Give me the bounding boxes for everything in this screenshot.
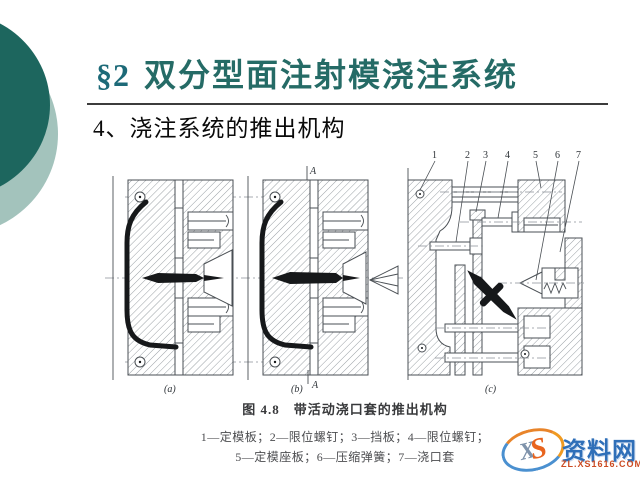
watermark-site-url: ZL.XS1616.COM [561, 459, 640, 469]
slide-title: §2 双分型面注射模浇注系统 [96, 50, 518, 96]
mold-open-arrow-icon [368, 265, 399, 295]
ejected-sprue [467, 270, 517, 320]
section-a-bottom-label: A [311, 380, 319, 391]
figure-caption: 图 4.8 带活动浇口套的推出机构 [242, 402, 448, 417]
figure-a-label: (a) [164, 384, 176, 395]
mold-mechanism-diagram: (a) A A (b) [105, 150, 584, 395]
part-number-4: 4 [505, 150, 510, 161]
watermark-site-name: 资料网 [562, 438, 637, 465]
slide-subtitle: 4、浇注系统的推出机构 [93, 116, 346, 141]
part-number-1: 1 [432, 150, 437, 161]
section-mark: §2 [96, 57, 130, 93]
figure-parts-line2: 5—定模座板；6—压缩弹簧；7—浇口套 [235, 450, 455, 464]
figure-a: (a) [112, 176, 234, 395]
figure-c-label: (c) [485, 384, 497, 395]
part-number-5: 5 [533, 150, 538, 161]
part-number-6: 6 [555, 150, 560, 161]
part-number-2: 2 [465, 150, 470, 161]
section-a-top-label: A [309, 166, 317, 177]
title-text: 双分型面注射模浇注系统 [144, 57, 519, 93]
figure-b: A A (b) [247, 166, 369, 395]
part-number-3: 3 [483, 150, 488, 161]
title-divider [87, 103, 608, 105]
figure-parts-line1: 1—定模板；2—限位螺钉；3—挡板；4—限位螺钉； [200, 430, 490, 444]
part-number-7: 7 [576, 150, 581, 161]
figure-c: 1 2 3 4 5 6 7 (c) [407, 150, 584, 395]
figure-b-label: (b) [291, 384, 303, 395]
